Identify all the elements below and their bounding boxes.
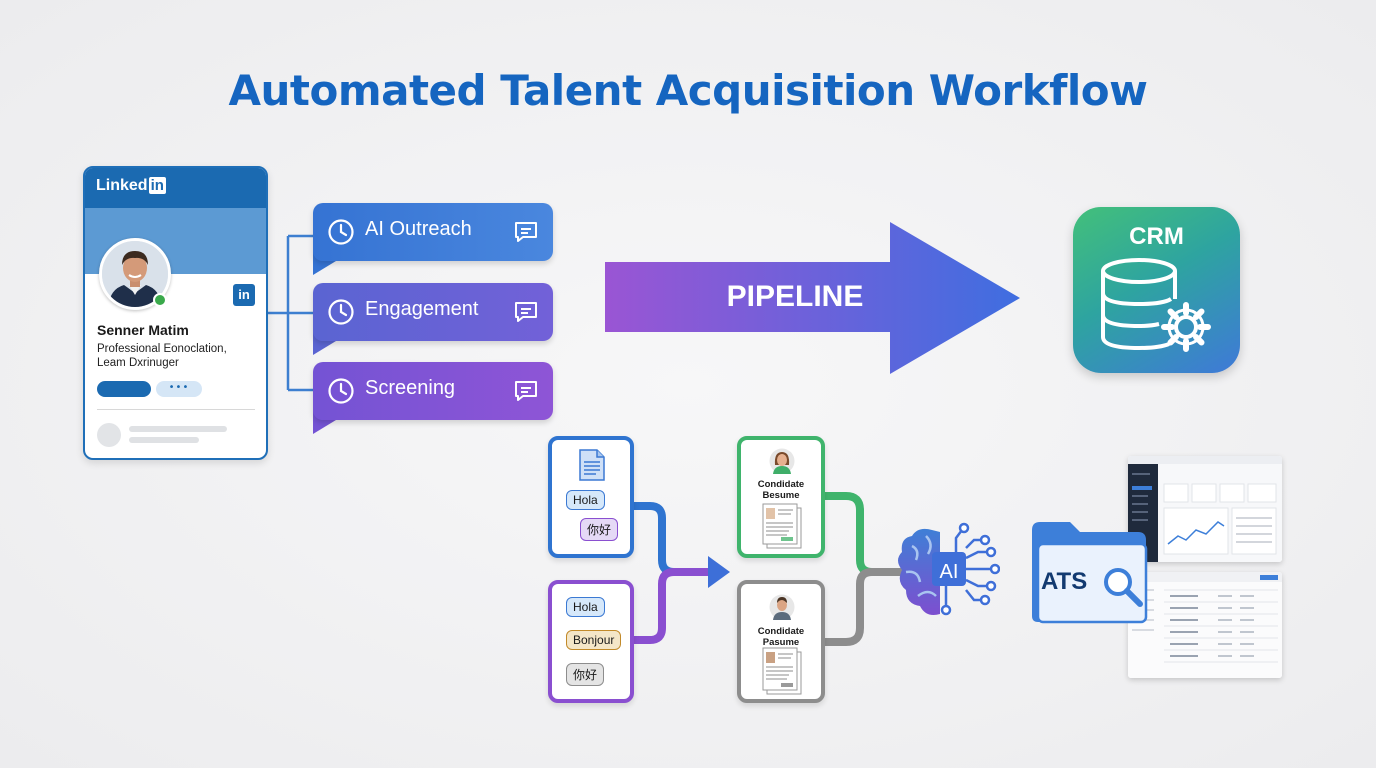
language-tag: Hola: [566, 597, 605, 617]
language-tag: Bonjour: [566, 630, 622, 650]
dashboard-screenshot: [1128, 456, 1282, 562]
stage-label: Screening: [365, 377, 456, 399]
database-gear-icon: [1101, 258, 1211, 352]
linkedin-header: [85, 168, 266, 208]
profile-headline-line1: Professional Eonoclation,: [97, 343, 227, 355]
female-avatar-icon: [769, 448, 795, 474]
candidate-title-line2: Besume: [762, 490, 800, 501]
stage-label: AI Outreach: [365, 218, 472, 240]
crm-label: CRM: [1129, 223, 1184, 250]
candidate-card[interactable]: Condidate Besume: [737, 436, 825, 558]
stage-ai-outreach[interactable]: AI Outreach: [313, 203, 553, 261]
candidate-title: Condidate Besume: [741, 479, 821, 501]
language-tag: 你好: [580, 518, 619, 541]
post-line-placeholder: [129, 437, 199, 443]
stage-engagement[interactable]: Engagement: [313, 283, 553, 341]
candidate-title: Condidate Pasume: [741, 626, 821, 648]
candidate-list-screenshot: [1128, 572, 1282, 678]
candidate-title-line1: Condidate: [757, 479, 805, 490]
crm-tile[interactable]: CRM: [1073, 207, 1240, 373]
candidate-title-line2: Pasume: [762, 637, 800, 648]
page-title: Automated Talent Acquisition Workflow: [228, 66, 1148, 115]
post-line-placeholder: [129, 426, 227, 432]
linkedin-logo-word: Linked: [96, 177, 148, 194]
avatar: [99, 238, 171, 310]
dashboard-mockup: [1128, 456, 1282, 562]
clock-icon: [327, 377, 355, 409]
chat-icon: [513, 219, 539, 249]
message-card[interactable]: Hola 你好: [548, 436, 634, 558]
language-tag: Hola: [566, 490, 605, 510]
clock-icon: [327, 298, 355, 330]
resume-icon: [762, 647, 802, 695]
ats-folder-icon: [1032, 522, 1148, 624]
stage-label: Engagement: [365, 298, 479, 320]
resume-icon: [762, 503, 802, 549]
pipeline-label: PIPELINE: [726, 280, 864, 313]
chat-icon: [513, 378, 539, 408]
linkedin-badge-icon: in: [233, 284, 255, 306]
candidate-title-line1: Condidate: [757, 626, 805, 637]
linkedin-logo-in: in: [148, 177, 166, 194]
candidate-list-mockup: [1128, 572, 1282, 678]
profile-name: Senner Matim: [97, 322, 189, 338]
profile-headline-line2: Leam Dxrinuger: [97, 357, 179, 369]
connect-button[interactable]: [97, 381, 151, 397]
document-icon: [579, 449, 605, 481]
candidate-card[interactable]: Condidate Pasume: [737, 580, 825, 703]
male-avatar-icon: [769, 594, 795, 620]
pipeline-arrow: [605, 222, 1020, 374]
ats-label: ATS: [1041, 568, 1088, 595]
chat-icon: [513, 299, 539, 329]
clock-icon: [327, 218, 355, 250]
ai-label: AI: [939, 561, 959, 583]
stage-screening[interactable]: Screening: [313, 362, 553, 420]
divider: [97, 409, 255, 410]
ai-brain-icon: [898, 522, 1000, 616]
message-card[interactable]: Hola Bonjour 你好: [548, 580, 634, 703]
post-avatar-placeholder: [97, 423, 121, 447]
more-button[interactable]: •••: [156, 381, 202, 397]
online-status-dot: [153, 293, 167, 307]
language-tag: 你好: [566, 663, 605, 686]
